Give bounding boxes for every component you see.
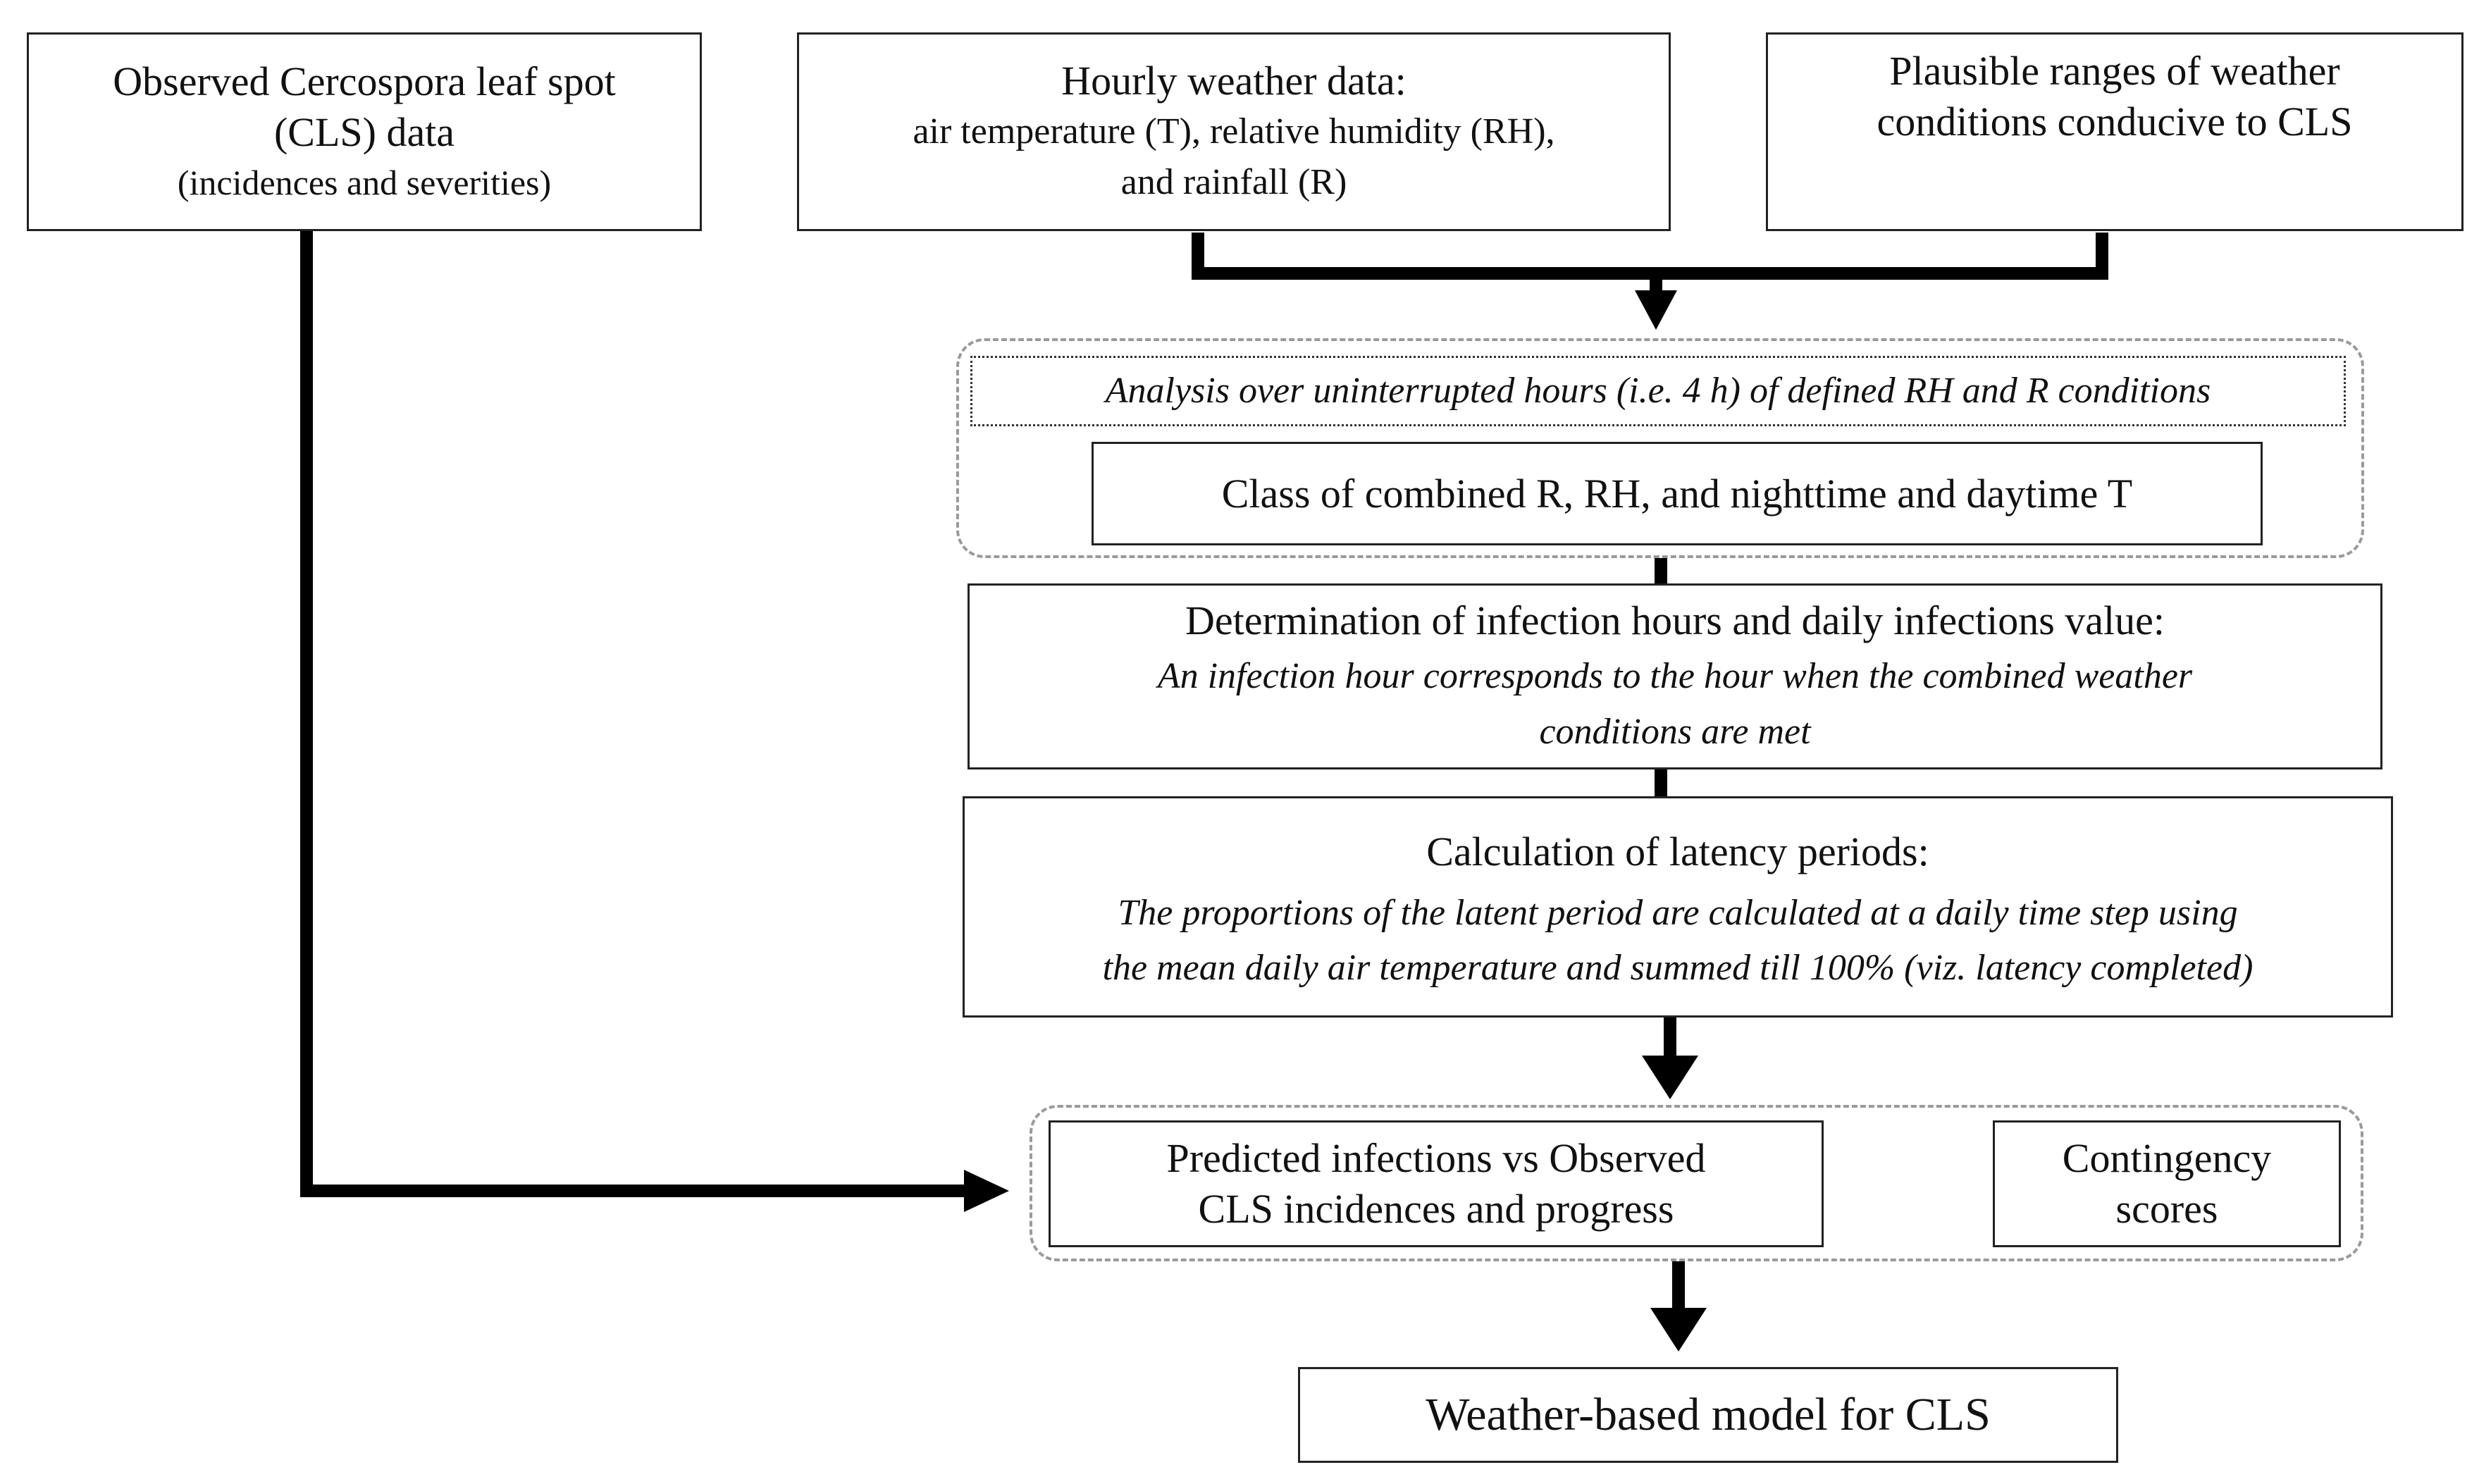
predicted-vs-observed-box: Predicted infections vs Observed CLS inc… xyxy=(1049,1120,1824,1247)
latency-arrowhead xyxy=(1642,1056,1698,1099)
hourly-weather-data-box: Hourly weather data: air temperature (T)… xyxy=(797,32,1671,231)
determination-box: Determination of infection hours and dai… xyxy=(968,583,2382,769)
observed-to-comparison-connector xyxy=(300,231,965,1197)
observed-cls-data-box: Observed Cercospora leaf spot (CLS) data… xyxy=(27,32,702,231)
predicted-line-2: CLS incidences and progress xyxy=(1198,1186,1674,1232)
model-arrowhead xyxy=(1650,1308,1707,1352)
analysis-box: Analysis over uninterrupted hours (i.e. … xyxy=(970,356,2346,426)
determination-title: Determination of infection hours and dai… xyxy=(1185,598,2165,643)
weather-line-2: air temperature (T), relative humidity (… xyxy=(913,111,1555,152)
weather-merge-connector xyxy=(1192,233,2108,280)
observed-cls-line-2: (CLS) data xyxy=(273,109,455,155)
observed-cls-line-1: Observed Cercospora leaf spot xyxy=(113,58,616,104)
contingency-line-2: scores xyxy=(2115,1186,2218,1232)
weather-based-model-text: Weather-based model for CLS xyxy=(1426,1389,1991,1440)
plausible-line-2: conditions conducive to CLS xyxy=(1877,99,2353,144)
analysis-text: Analysis over uninterrupted hours (i.e. … xyxy=(1105,371,2211,411)
latency-box: Calculation of latency periods: The prop… xyxy=(963,796,2393,1018)
determination-line-2: conditions are met xyxy=(1539,712,1811,752)
contingency-scores-box: Contingency scores xyxy=(1993,1120,2341,1247)
latency-title: Calculation of latency periods: xyxy=(1426,829,1929,874)
plausible-line-1: Plausible ranges of weather xyxy=(1889,48,2340,94)
observed-cls-line-3: (incidences and severities) xyxy=(177,163,552,202)
latency-line-1: The proportions of the latent period are… xyxy=(1118,893,2238,933)
observed-arrowhead xyxy=(964,1170,1009,1212)
weather-line-1: Hourly weather data: xyxy=(1061,58,1407,104)
class-combined-box: Class of combined R, RH, and nighttime a… xyxy=(1092,442,2263,545)
predicted-line-1: Predicted infections vs Observed xyxy=(1166,1135,1706,1181)
contingency-line-1: Contingency xyxy=(2062,1135,2272,1181)
determination-line-1: An infection hour corresponds to the hou… xyxy=(1157,656,2193,696)
plausible-ranges-box: Plausible ranges of weather conditions c… xyxy=(1766,32,2463,231)
weather-based-model-box: Weather-based model for CLS xyxy=(1298,1367,2118,1463)
class-combined-text: Class of combined R, RH, and nighttime a… xyxy=(1221,470,2133,517)
merge-arrowhead xyxy=(1635,290,1677,330)
latency-line-2: the mean daily air temperature and summe… xyxy=(1102,948,2254,988)
weather-line-3: and rainfall (R) xyxy=(1120,162,1347,202)
